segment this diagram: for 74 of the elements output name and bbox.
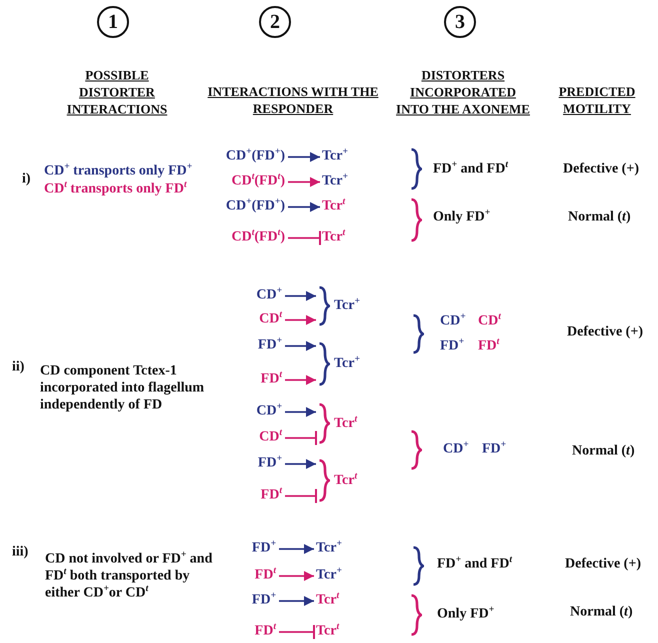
row-text: CD component Tctex-1 incorporated into flagellum independently of FD xyxy=(40,362,206,414)
arrow xyxy=(279,596,314,606)
row-text: CD$^{t}$ transports only FD$^{t}$ xyxy=(44,182,187,198)
axoneme-text: Only FD$^{+}$ xyxy=(437,606,494,624)
arrow xyxy=(279,544,314,554)
gene-label: CD$^{t}$(FD$^{t}$) xyxy=(231,230,285,246)
arrow xyxy=(285,407,316,417)
gene-label: FD$^{+}$ xyxy=(258,338,282,354)
braced-gene-label: Tcr$^{t}$ xyxy=(318,459,358,502)
gene-label: FD$^{+}$ xyxy=(440,338,464,356)
callout-number: 3 xyxy=(444,6,476,38)
motility-text: Normal (t) xyxy=(572,444,635,460)
gene-label: Tcr$^{t}$ xyxy=(316,624,340,640)
motility-text: Normal (t) xyxy=(568,210,631,226)
motility-text: Normal (t) xyxy=(570,604,633,622)
inhibition-line xyxy=(288,230,321,246)
arrow xyxy=(285,315,316,325)
gene-label: CD$^{+}$ xyxy=(443,442,469,458)
gene-label: FD$^{t}$ xyxy=(254,568,276,584)
arrow xyxy=(279,571,314,581)
gene-label: FD$^{t}$ xyxy=(260,488,282,504)
axoneme-text: FD$^{+}$ and FD$^{t}$ xyxy=(437,556,512,574)
column-heading: INTERACTIONS WITH THE RESPONDER xyxy=(206,83,380,117)
callout-number: 2 xyxy=(259,6,291,38)
arrow xyxy=(285,375,316,385)
row-text: CD not involved or FD$^{+}$ and FD$^{t}$ both transported by either CD$^{+}$or CD$^{t}$ xyxy=(45,550,214,602)
gene-label: Tcr$^{t}$ xyxy=(322,230,346,246)
gene-label: CD$^{+}$ xyxy=(440,314,466,330)
motility-text: Defective (+) xyxy=(565,556,641,574)
gene-label: FD$^{+}$ xyxy=(258,456,282,472)
motility-text: Defective (+) xyxy=(567,324,643,342)
gene-label: FD$^{+}$ xyxy=(252,540,276,558)
motility-text: Defective (+) xyxy=(563,162,639,178)
callout-number: 1 xyxy=(97,6,129,38)
arrow xyxy=(288,152,320,162)
braced-gene-label: Tcr$^{+}$ xyxy=(318,342,360,386)
column-heading: PREDICTED MOTILITY xyxy=(558,83,636,117)
arrow xyxy=(285,341,316,351)
gene-label: CD$^{+}$(FD$^{+}$) xyxy=(226,198,285,216)
gene-label: CD$^{t}$ xyxy=(478,314,501,330)
inhibition-line xyxy=(285,488,317,504)
inhibition-line xyxy=(285,430,317,446)
gene-label: Tcr$^{+}$ xyxy=(322,148,348,166)
gene-label: CD$^{t}$ xyxy=(259,312,282,328)
braced-gene-label: Tcr$^{+}$ xyxy=(318,286,360,326)
axoneme-text: Only FD$^{+}$ xyxy=(433,210,490,226)
row-text: CD$^{+}$ transports only FD$^{+}$ xyxy=(44,164,192,180)
row-number: ii) xyxy=(12,360,24,376)
gene-label: CD$^{+}$(FD$^{+}$) xyxy=(226,148,285,166)
gene-label: CD$^{+}$ xyxy=(256,288,282,304)
axoneme-text: FD$^{+}$ and FD$^{t}$ xyxy=(433,162,508,178)
gene-label: Tcr$^{+}$ xyxy=(322,174,348,190)
gene-label: Tcr$^{+}$ xyxy=(316,540,342,558)
gene-label: CD$^{+}$ xyxy=(256,404,282,420)
gene-label: FD$^{t}$ xyxy=(478,338,500,356)
gene-label: FD$^{+}$ xyxy=(252,592,276,610)
row-number: iii) xyxy=(12,544,28,562)
gene-label: Tcr$^{+}$ xyxy=(316,568,342,584)
arrow xyxy=(285,291,316,301)
row-number: i) xyxy=(22,172,31,188)
gene-label: FD$^{t}$ xyxy=(260,372,282,388)
gene-label: Tcr$^{t}$ xyxy=(322,198,346,216)
gene-label: Tcr$^{t}$ xyxy=(316,592,340,610)
gene-label: CD$^{t}$(FD$^{t}$) xyxy=(231,174,285,190)
gene-label: CD$^{t}$ xyxy=(259,430,282,446)
inhibition-line xyxy=(279,624,315,640)
arrow xyxy=(285,459,316,469)
column-heading: DISTORTERS INCORPORATED INTO THE AXONEME xyxy=(396,66,530,118)
gene-label: FD$^{t}$ xyxy=(254,624,276,640)
gene-label: FD$^{+}$ xyxy=(482,442,506,458)
braced-gene-label: Tcr$^{t}$ xyxy=(318,403,358,444)
column-heading: POSSIBLE DISTORTER INTERACTIONS xyxy=(66,66,168,118)
arrow xyxy=(288,177,320,187)
arrow xyxy=(288,202,320,212)
